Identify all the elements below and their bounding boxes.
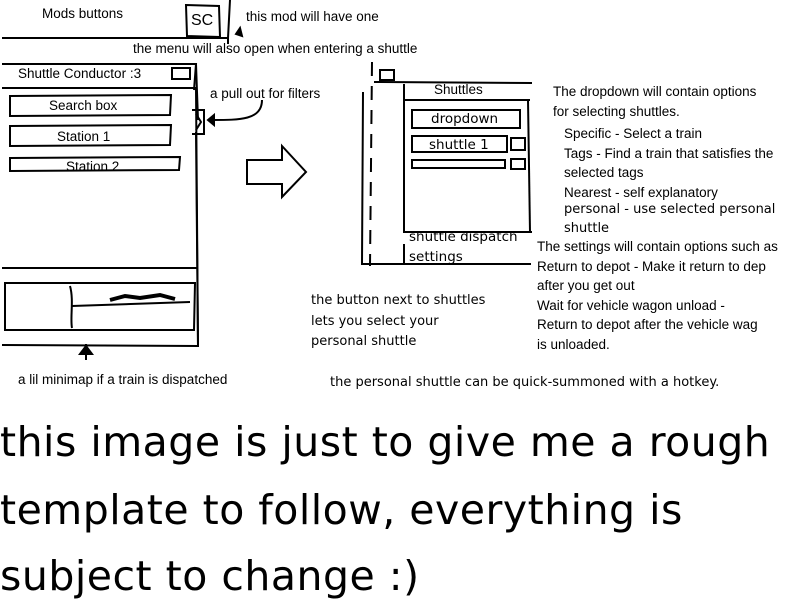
settings-note-3: after you get out [537,278,635,293]
settings-note-6: is unloaded. [537,337,610,352]
disclaimer-line-3: subject to change :) [0,552,420,600]
settings-note-2: Return to depot - Make it return to dep [537,259,766,274]
mods-buttons-label: Mods buttons [42,6,124,21]
option-tags-2: selected tags [564,165,644,180]
station-1[interactable]: Station 1 [57,129,111,144]
mod-note: this mod will have one [246,9,379,24]
dropdown-note-2: for selecting shuttles. [553,104,680,119]
panel-title: Shuttle Conductor :3 [18,66,142,81]
disclaimer-line-1: this image is just to give me a rough [0,418,771,466]
mod-icon-label: SC [191,12,214,29]
station-2[interactable]: Station 2 [66,159,120,174]
dispatch-label[interactable]: shuttle dispatch [409,229,518,245]
settings-note-5: Return to depot after the vehicle wag [537,317,758,332]
option-tags-1: Tags - Find a train that satisfies the [564,146,774,161]
option-nearest: Nearest - self explanatory [564,185,718,200]
search-box[interactable]: Search box [49,98,118,113]
shuttles-label: Shuttles [434,82,483,97]
filter-note: a pull out for filters [210,86,321,101]
minimap-note: a lil minimap if a train is dispatched [18,372,228,387]
button-note-1: the button next to shuttles [311,293,486,308]
settings-note-1: The settings will contain options such a… [537,239,778,254]
option-specific: Specific - Select a train [564,126,703,141]
settings-label[interactable]: settings [409,249,463,265]
shuttle-note: the menu will also open when entering a … [133,41,418,56]
settings-note-4: Wait for vehicle wagon unload - [537,298,725,313]
shuttle-1-label[interactable]: shuttle 1 [429,137,489,153]
button-note-2: lets you select your [311,314,439,329]
hotkey-note: the personal shuttle can be quick-summon… [330,375,720,390]
option-personal-1: personal - use selected personal [564,202,776,217]
dropdown-label[interactable]: dropdown [431,111,499,127]
option-personal-2: shuttle [564,221,610,236]
button-note-3: personal shuttle [311,334,417,349]
disclaimer-line-2: template to follow, everything is [0,486,683,534]
dropdown-note-1: The dropdown will contain options [553,84,757,99]
